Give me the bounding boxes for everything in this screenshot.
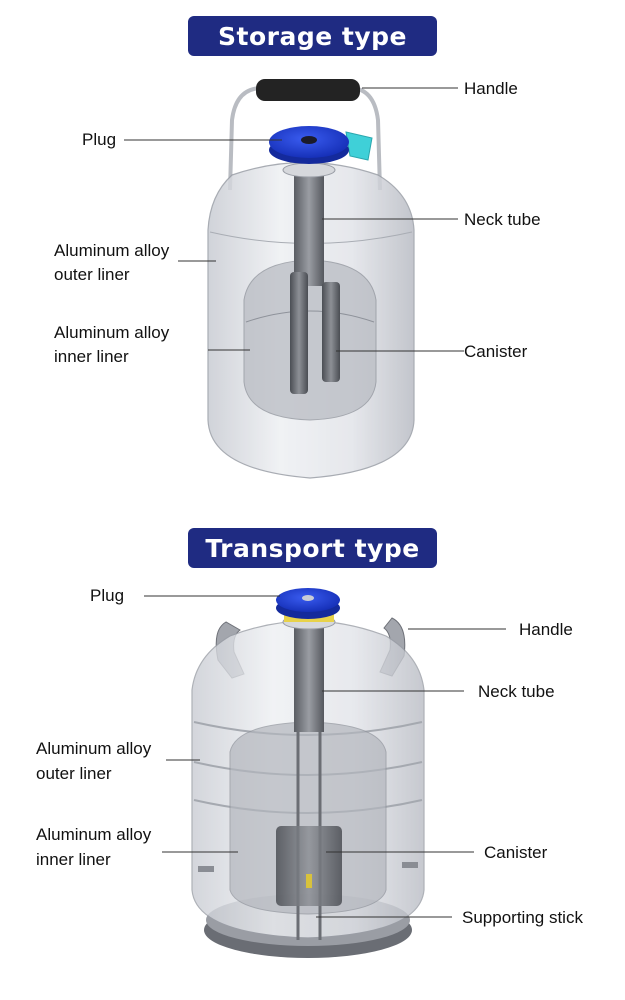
storage-label-plug: Plug xyxy=(82,130,117,149)
storage-tank xyxy=(207,79,415,479)
transport-label-outer-liner-line1: Aluminum alloy xyxy=(36,739,152,758)
storage-inner-liner xyxy=(243,259,377,421)
transport-leader-lines xyxy=(144,595,506,918)
transport-label-neck-tube: Neck tube xyxy=(478,682,555,701)
storage-label-handle: Handle xyxy=(464,79,518,98)
transport-label-canister: Canister xyxy=(484,843,548,862)
storage-label-canister: Canister xyxy=(464,342,528,361)
storage-canister-right xyxy=(322,282,340,382)
storage-leader-lines xyxy=(124,87,464,352)
transport-label-inner-liner-line2: inner liner xyxy=(36,850,111,869)
storage-label-inner-liner-line2: inner liner xyxy=(54,347,129,366)
transport-label-supporting-stick: Supporting stick xyxy=(462,908,583,927)
transport-type-title: Transport type xyxy=(188,528,437,568)
transport-neck-tube xyxy=(294,622,324,732)
storage-canister-left xyxy=(290,272,308,394)
storage-handle-grip xyxy=(256,79,360,101)
storage-type-title: Storage type xyxy=(188,16,437,56)
transport-label-outer-liner-line2: outer liner xyxy=(36,764,112,783)
transport-label-inner-liner-line1: Aluminum alloy xyxy=(36,825,152,844)
storage-label-inner-liner-line1: Aluminum alloy xyxy=(54,323,170,342)
storage-neck-tube xyxy=(294,168,324,286)
transport-tank xyxy=(191,588,425,958)
transport-inner-liner xyxy=(229,721,387,915)
storage-label-outer-liner-line2: outer liner xyxy=(54,265,130,284)
transport-label-plug: Plug xyxy=(90,586,125,605)
transport-label-handle: Handle xyxy=(519,620,573,639)
storage-label-outer-liner-line1: Aluminum alloy xyxy=(54,241,170,260)
transport-canister xyxy=(276,826,342,906)
storage-label-neck-tube: Neck tube xyxy=(464,210,541,229)
